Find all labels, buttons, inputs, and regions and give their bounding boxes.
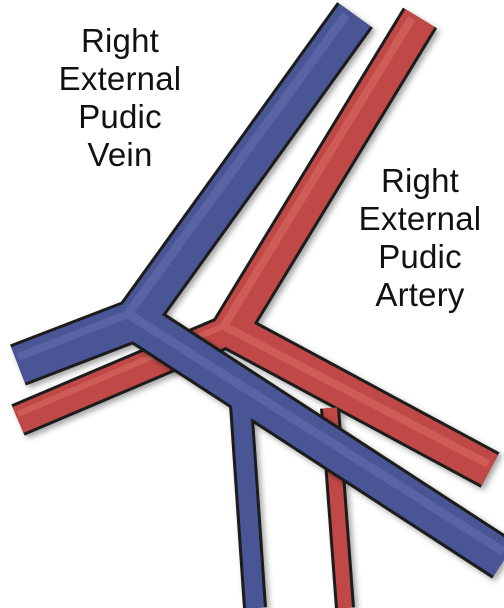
vein-label-line-1: Right bbox=[40, 22, 200, 60]
vein-label-line-2: External bbox=[40, 60, 200, 98]
vein-label: Right External Pudic Vein bbox=[40, 22, 200, 174]
artery-label-line-2: External bbox=[340, 200, 500, 238]
artery-label-line-4: Artery bbox=[340, 276, 500, 314]
artery-label-line-1: Right bbox=[340, 162, 500, 200]
artery-label-line-3: Pudic bbox=[340, 238, 500, 276]
artery-label: Right External Pudic Artery bbox=[340, 162, 500, 314]
vein-label-line-3: Pudic bbox=[40, 98, 200, 136]
vein-label-line-4: Vein bbox=[40, 136, 200, 174]
vein-left-branch bbox=[18, 320, 135, 365]
